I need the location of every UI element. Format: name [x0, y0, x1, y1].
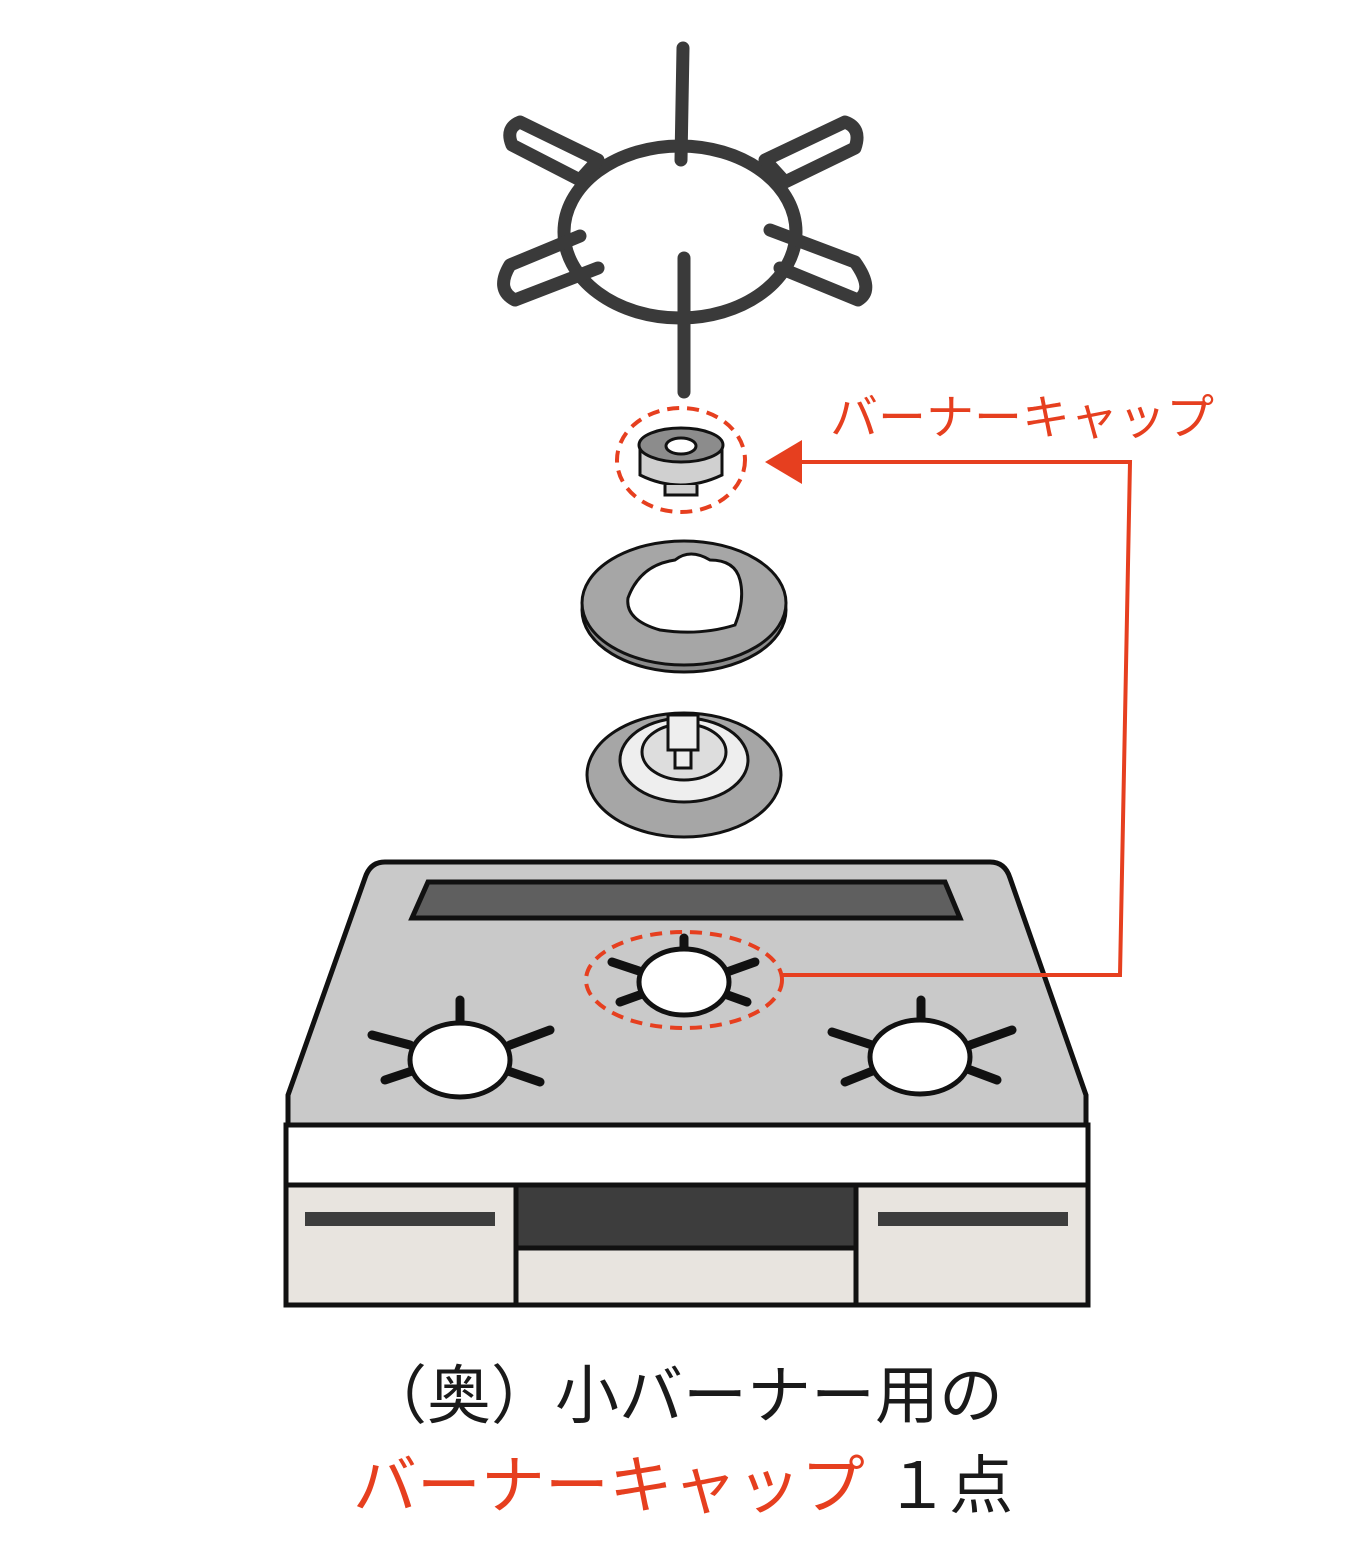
burner-ring: [580, 539, 788, 674]
burner-base: [585, 711, 783, 839]
callout-label: バーナーキャップ: [830, 390, 1215, 446]
caption-highlight: バーナーキャップ: [352, 1450, 865, 1524]
burner-cap: [637, 426, 725, 497]
right-burner: [827, 995, 1017, 1097]
rear-small-burner: [607, 933, 760, 1018]
left-burner: [367, 995, 555, 1100]
rear-burner-highlight-circle: [584, 930, 784, 1030]
trivet: [497, 41, 873, 399]
burner-cap-highlight-circle: [615, 406, 747, 514]
caption-line-2: バーナーキャップ １点: [0, 1435, 1366, 1527]
callout-arrowhead: [765, 440, 802, 484]
stove-burners: [367, 933, 1017, 1100]
caption-line-1: （奥）小バーナー用の: [363, 1360, 1003, 1434]
gas-stove: [283, 859, 1091, 1308]
callout-leader-line: [782, 460, 1133, 977]
caption-count: １点: [864, 1450, 1014, 1524]
